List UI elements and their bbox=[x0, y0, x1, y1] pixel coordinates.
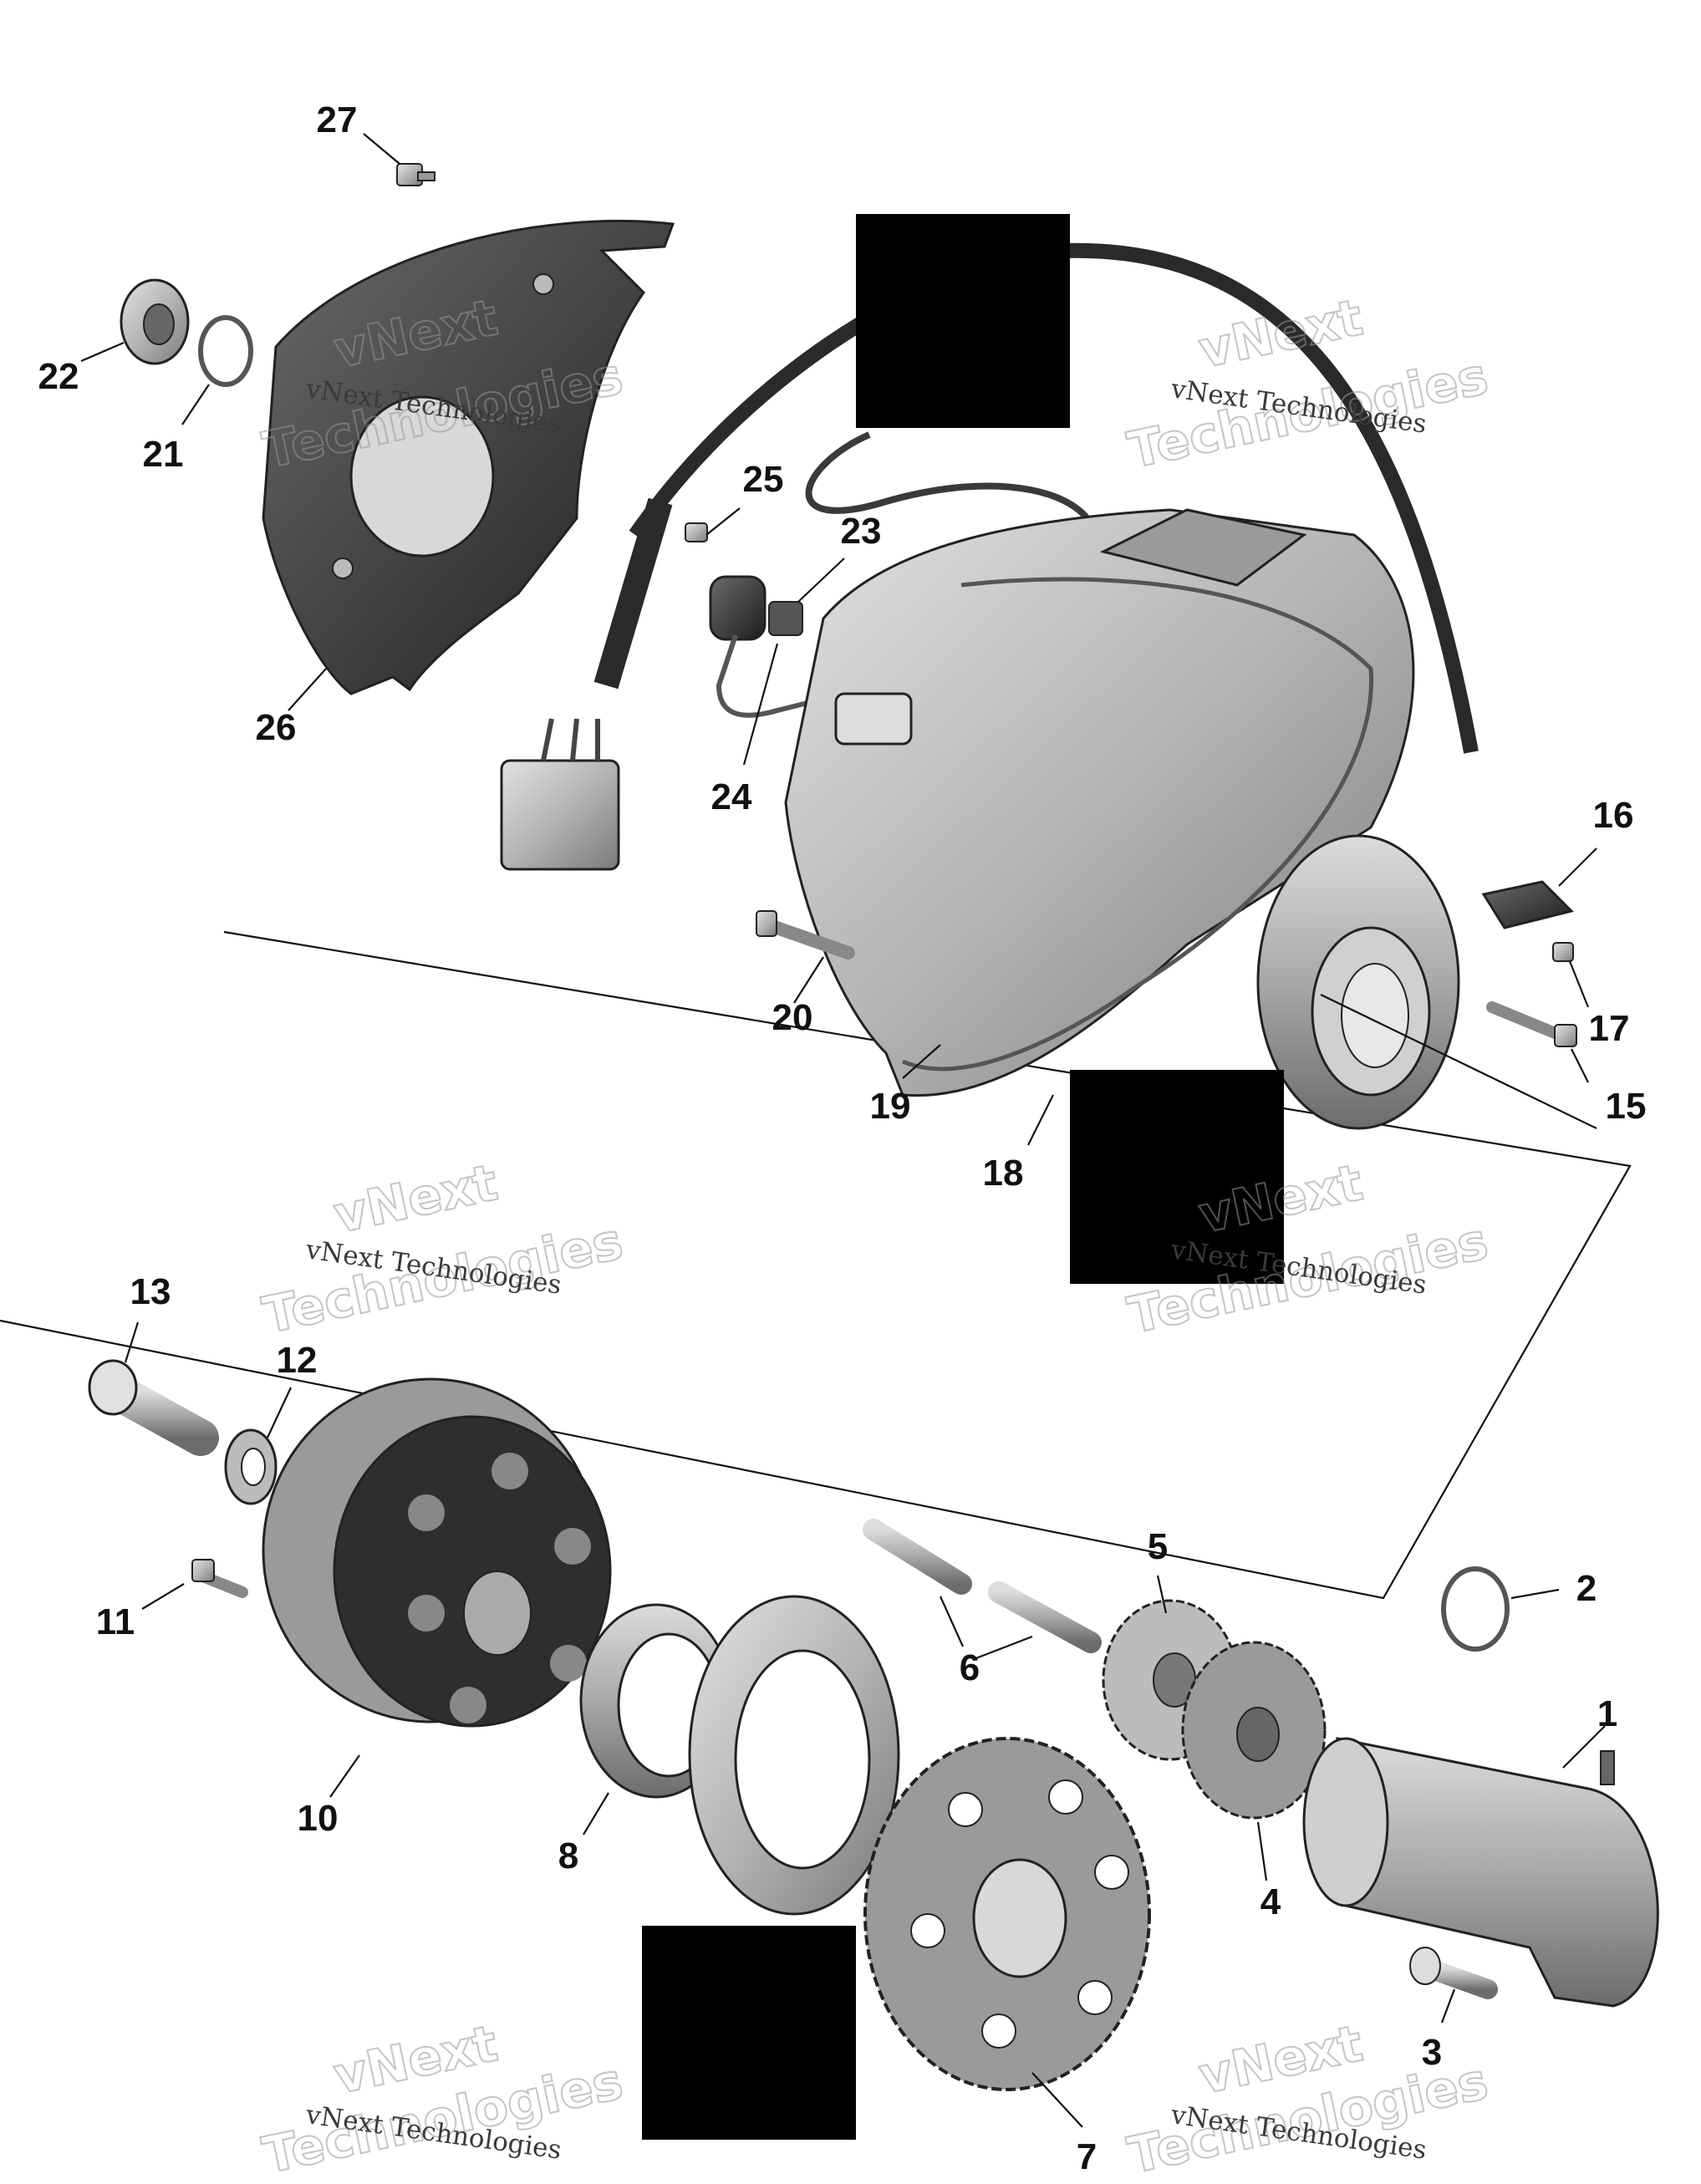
callout-18: 18 bbox=[983, 1153, 1024, 1194]
bolt-27 bbox=[396, 163, 435, 186]
magneto-housing bbox=[784, 508, 1415, 1097]
watermark-big-1: vNext bbox=[329, 1153, 503, 1245]
bolt-15 bbox=[1486, 1001, 1577, 1047]
callout-21: 21 bbox=[143, 434, 184, 475]
callout-2: 2 bbox=[1576, 1568, 1597, 1609]
callout-labels: 27 22 21 26 25 23 24 16 17 15 20 19 18 1… bbox=[38, 99, 1647, 2177]
ring-21 bbox=[198, 315, 253, 387]
bolt-11 bbox=[191, 1559, 248, 1598]
callout-6: 6 bbox=[960, 1647, 980, 1688]
redaction-box bbox=[642, 1926, 856, 2140]
callout-22: 22 bbox=[38, 356, 79, 397]
o-ring-2 bbox=[1441, 1566, 1510, 1652]
redaction-box bbox=[856, 214, 1070, 428]
watermark-big-1: vNext bbox=[1194, 288, 1368, 380]
seal-22 bbox=[120, 278, 190, 365]
bolt-20 bbox=[756, 910, 855, 960]
callout-27: 27 bbox=[317, 99, 358, 140]
callout-20: 20 bbox=[772, 997, 813, 1038]
callout-17: 17 bbox=[1589, 1008, 1630, 1049]
callout-10: 10 bbox=[298, 1798, 339, 1839]
callout-19: 19 bbox=[870, 1086, 911, 1127]
callout-12: 12 bbox=[277, 1340, 318, 1381]
callout-7: 7 bbox=[1077, 2136, 1097, 2177]
starter-motor-1 bbox=[1302, 1737, 1659, 2008]
sprag-plate bbox=[688, 1595, 900, 1916]
gear-4 bbox=[1181, 1641, 1327, 1820]
callout-11: 11 bbox=[96, 1601, 135, 1642]
pins-6 bbox=[863, 1519, 1102, 1653]
redaction-box bbox=[1070, 1070, 1284, 1284]
callout-1: 1 bbox=[1597, 1693, 1617, 1734]
callout-8: 8 bbox=[558, 1835, 578, 1876]
bolt-13 bbox=[88, 1359, 219, 1456]
callout-13: 13 bbox=[130, 1271, 171, 1312]
bolt-3 bbox=[1409, 1947, 1498, 1999]
gear-7 bbox=[863, 1737, 1151, 2091]
callout-16: 16 bbox=[1593, 795, 1634, 836]
callout-4: 4 bbox=[1260, 1881, 1281, 1922]
callout-5: 5 bbox=[1148, 1526, 1168, 1567]
bolt-17 bbox=[1552, 942, 1574, 962]
callout-24: 24 bbox=[711, 776, 752, 817]
callout-25: 25 bbox=[743, 459, 784, 500]
callout-23: 23 bbox=[841, 511, 882, 552]
stator bbox=[1256, 834, 1460, 1130]
crankshaft-sensor bbox=[709, 575, 828, 718]
washer-12 bbox=[224, 1428, 278, 1505]
bolt-25 bbox=[685, 522, 708, 542]
leader-lines bbox=[80, 133, 1606, 2128]
callout-15: 15 bbox=[1606, 1086, 1647, 1127]
callout-3: 3 bbox=[1422, 2032, 1442, 2073]
callout-26: 26 bbox=[256, 707, 297, 748]
flywheel-10 bbox=[262, 1377, 612, 1728]
flywheel-cover bbox=[262, 219, 675, 695]
bracket-16 bbox=[1481, 880, 1574, 929]
